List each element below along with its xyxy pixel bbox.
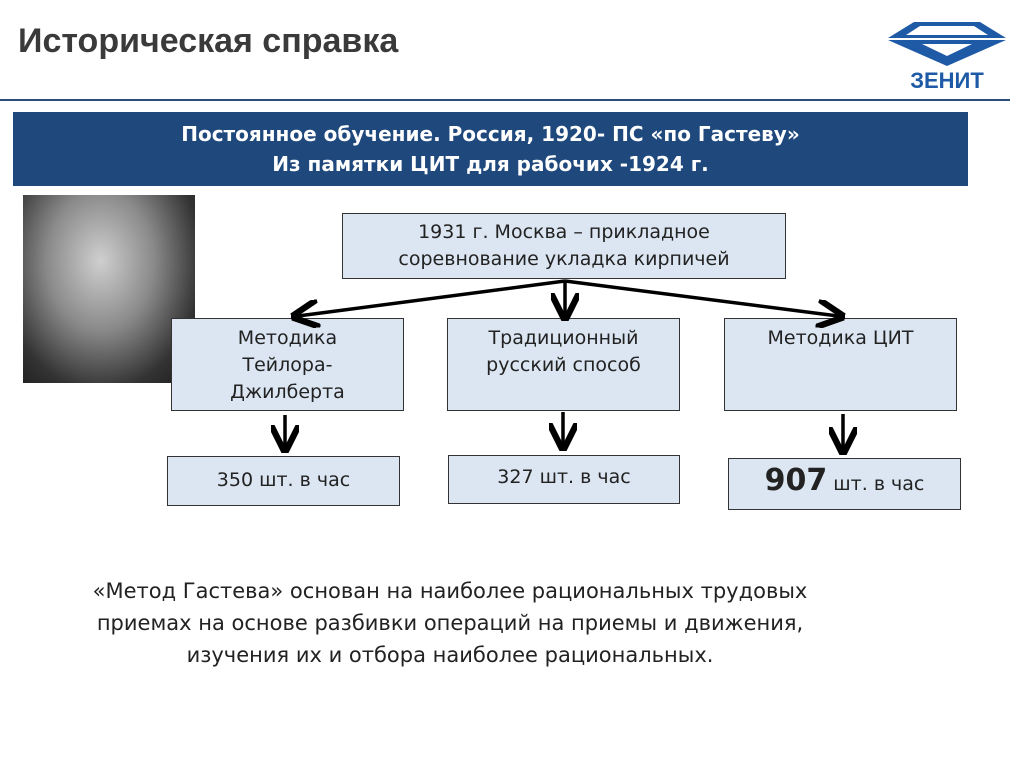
result-number: 907	[764, 463, 828, 498]
method-box-traditional: Традиционный русский способ	[447, 318, 680, 411]
slide-title: Историческая справка	[18, 22, 399, 60]
root-line-1: 1931 г. Москва – прикладное	[418, 221, 710, 243]
result-box-traditional: 327 шт. в час	[448, 455, 680, 504]
svg-text:ЗЕНИТ: ЗЕНИТ	[910, 68, 984, 90]
arrow-left	[298, 279, 566, 316]
result-unit: шт. в час	[833, 473, 925, 495]
result-box-taylor: 350 шт. в час	[167, 456, 400, 506]
root-box: 1931 г. Москва – прикладное соревнование…	[342, 213, 786, 279]
portrait-photo	[23, 195, 195, 383]
title-divider	[0, 99, 1010, 101]
banner-line-1: Постоянное обучение. Россия, 1920- ПС «п…	[181, 122, 800, 146]
subtitle-banner: Постоянное обучение. Россия, 1920- ПС «п…	[13, 112, 968, 186]
description-paragraph: «Метод Гастева» основан на наиболее раци…	[92, 579, 808, 667]
root-line-2: соревнование укладка кирпичей	[398, 248, 730, 270]
method-box-cit: Методика ЦИТ	[724, 318, 957, 411]
zenit-logo: ЗЕНИТ	[888, 22, 1006, 90]
method-box-taylor: Методика Тейлора-Джилберта	[171, 318, 404, 411]
arrow-right	[564, 279, 838, 316]
banner-line-2: Из памятки ЦИТ для рабочих -1924 г.	[272, 152, 709, 176]
result-box-cit: 907 шт. в час	[728, 458, 961, 510]
